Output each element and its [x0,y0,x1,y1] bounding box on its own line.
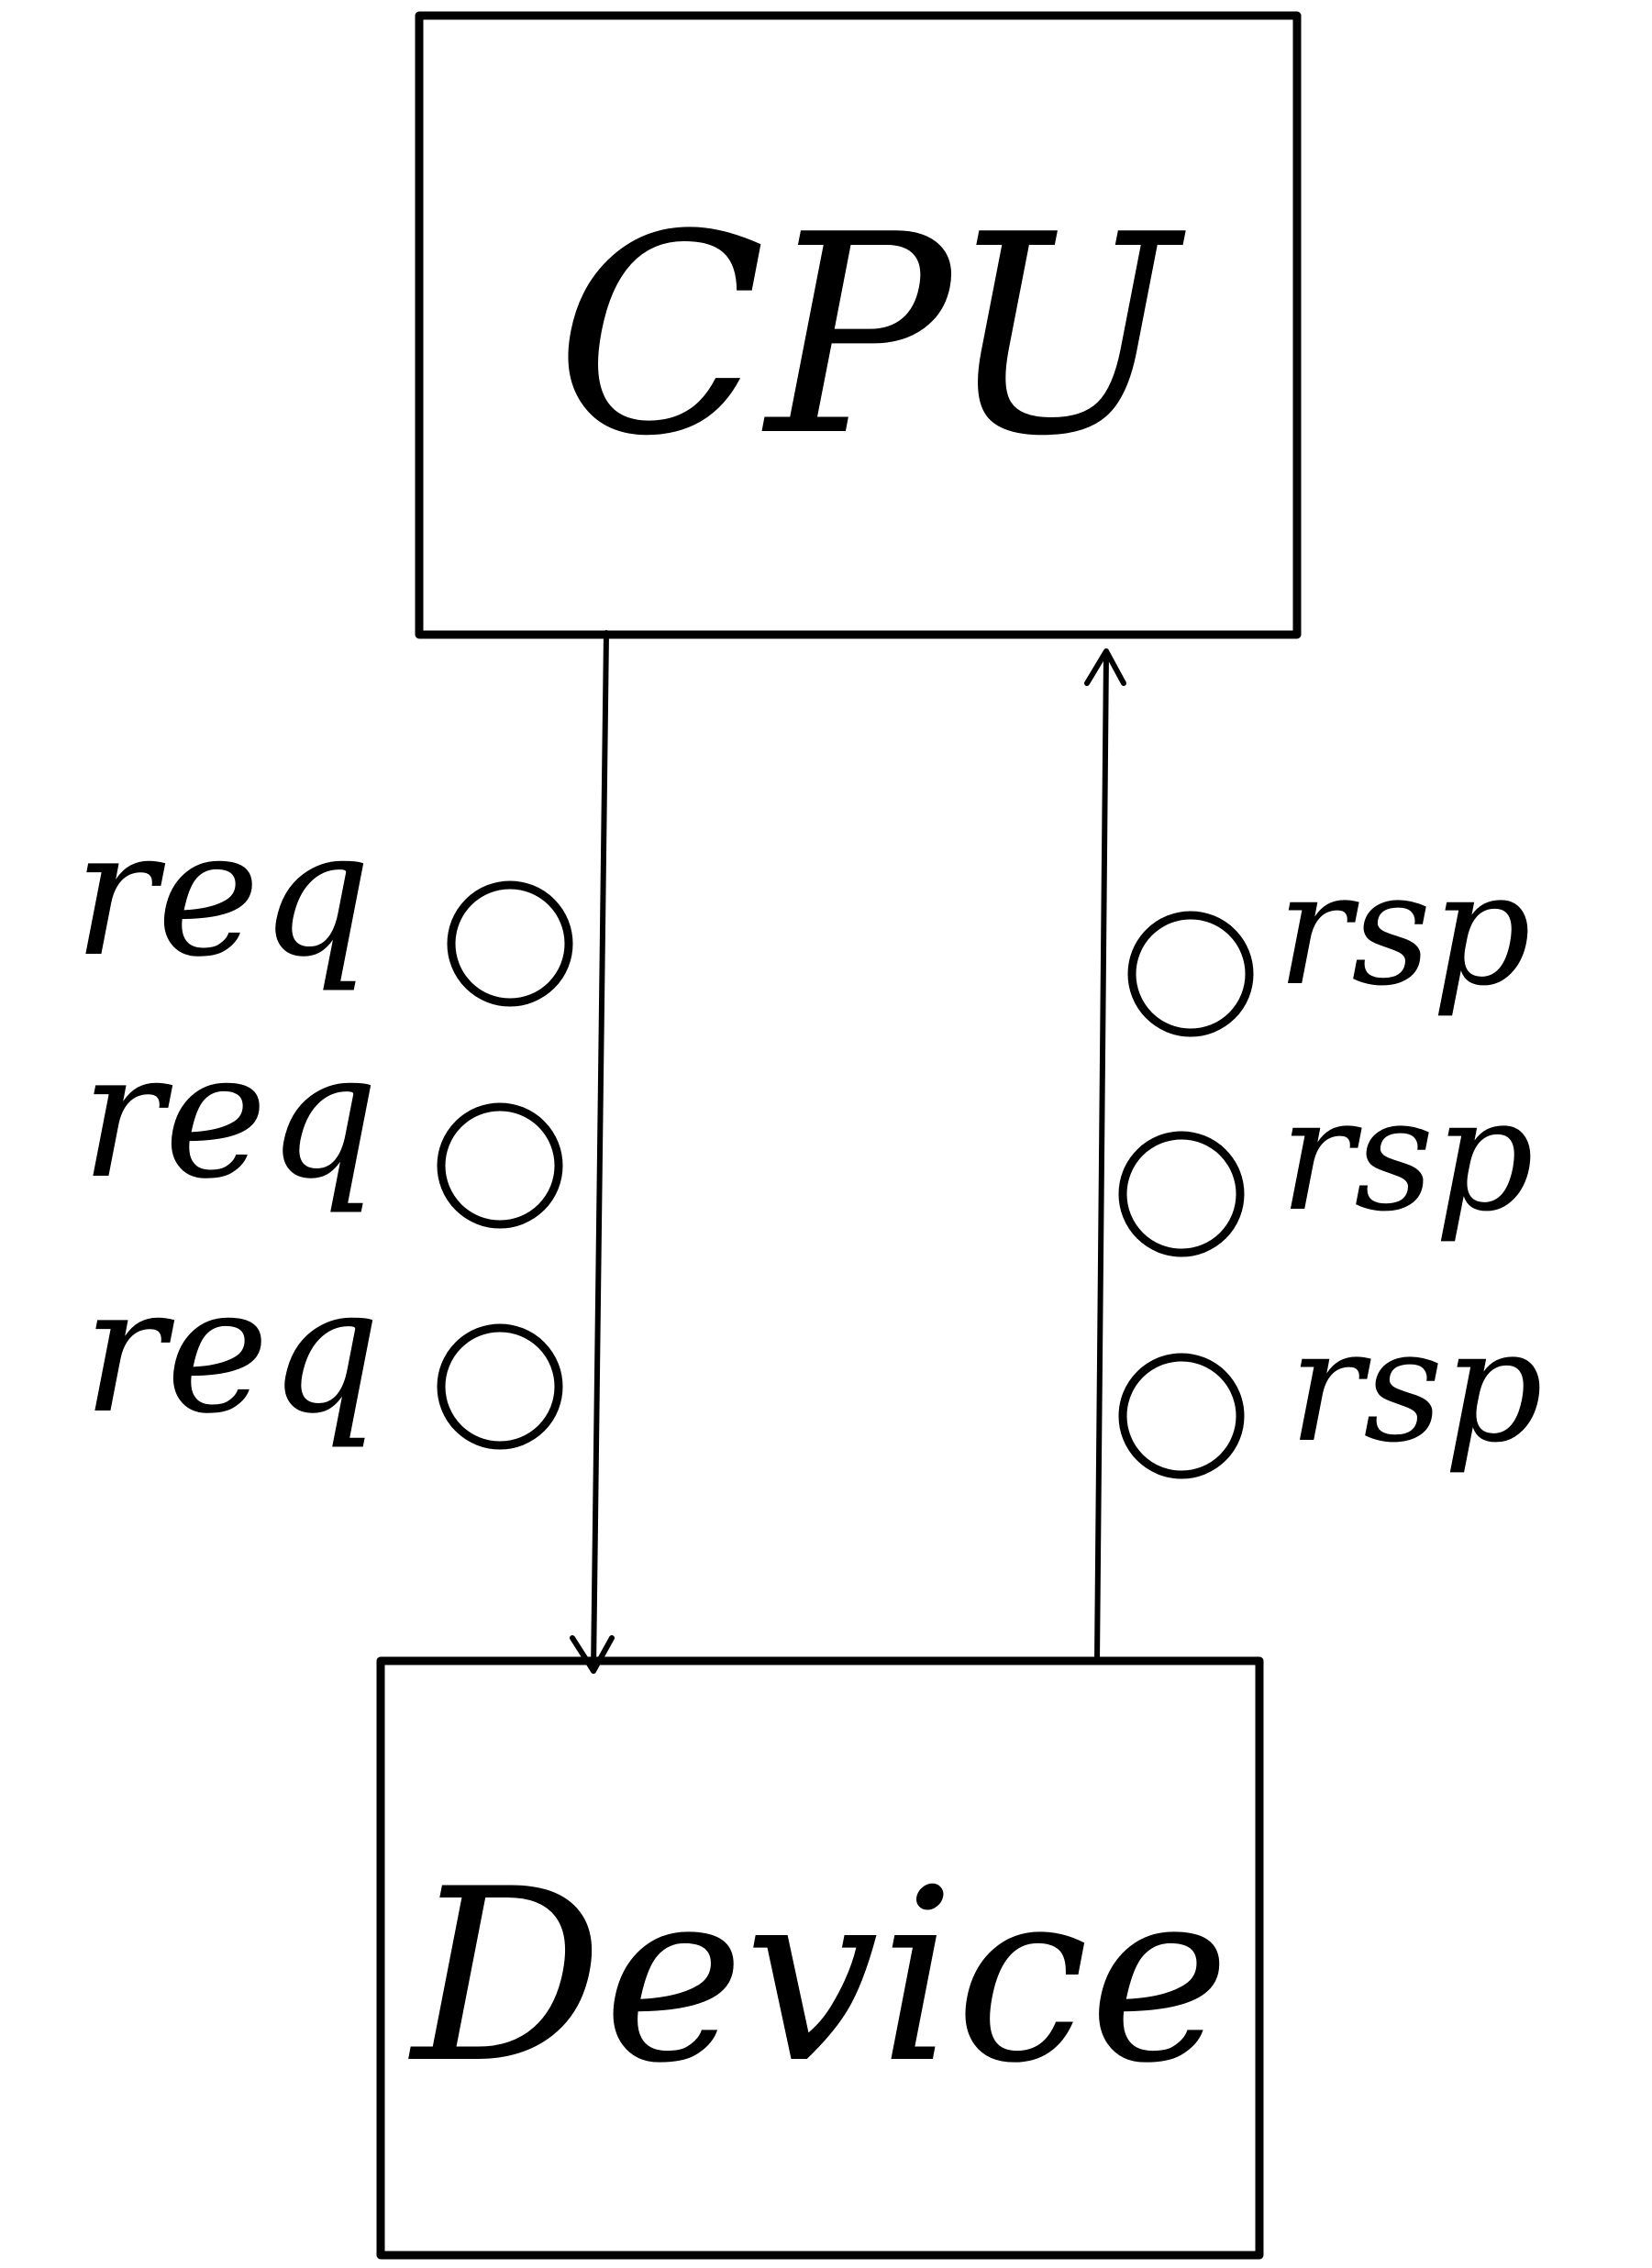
request-token-label: req [81,1014,379,1217]
request-token-circle [437,1323,563,1450]
response-arrow-line [1094,650,1109,1665]
request-token-group: req req req [73,792,573,1452]
request-token-circle [437,1102,563,1229]
response-token-group: rsp rsp rsp [1118,839,1543,1479]
response-token: rsp [1118,1065,1534,1257]
response-token: rsp [1127,839,1531,1037]
device-box [376,1656,1264,2260]
response-token: rsp [1118,1296,1543,1479]
cpu-label: CPU [556,176,1188,496]
response-arrowhead [1084,648,1126,686]
request-token-circle [447,880,573,1007]
request-edge [570,630,615,1674]
cpu-box [415,11,1302,639]
response-edge [1084,648,1126,1665]
device-node: Device [376,1656,1264,2260]
request-token: req [81,1014,563,1229]
device-label: Device [408,1839,1230,2116]
request-token: req [73,792,573,1007]
cpu-node: CPU [415,11,1302,639]
response-token-label: rsp [1277,839,1531,1021]
request-token: req [83,1249,563,1452]
response-token-circle [1127,911,1254,1037]
request-token-label: req [83,1249,381,1452]
response-token-label: rsp [1289,1296,1543,1477]
response-token-circle [1118,1353,1245,1479]
response-token-label: rsp [1280,1065,1534,1246]
request-arrowhead [570,1635,615,1674]
response-token-circle [1118,1131,1245,1257]
request-arrow-line [591,630,609,1674]
request-token-label: req [73,792,371,995]
